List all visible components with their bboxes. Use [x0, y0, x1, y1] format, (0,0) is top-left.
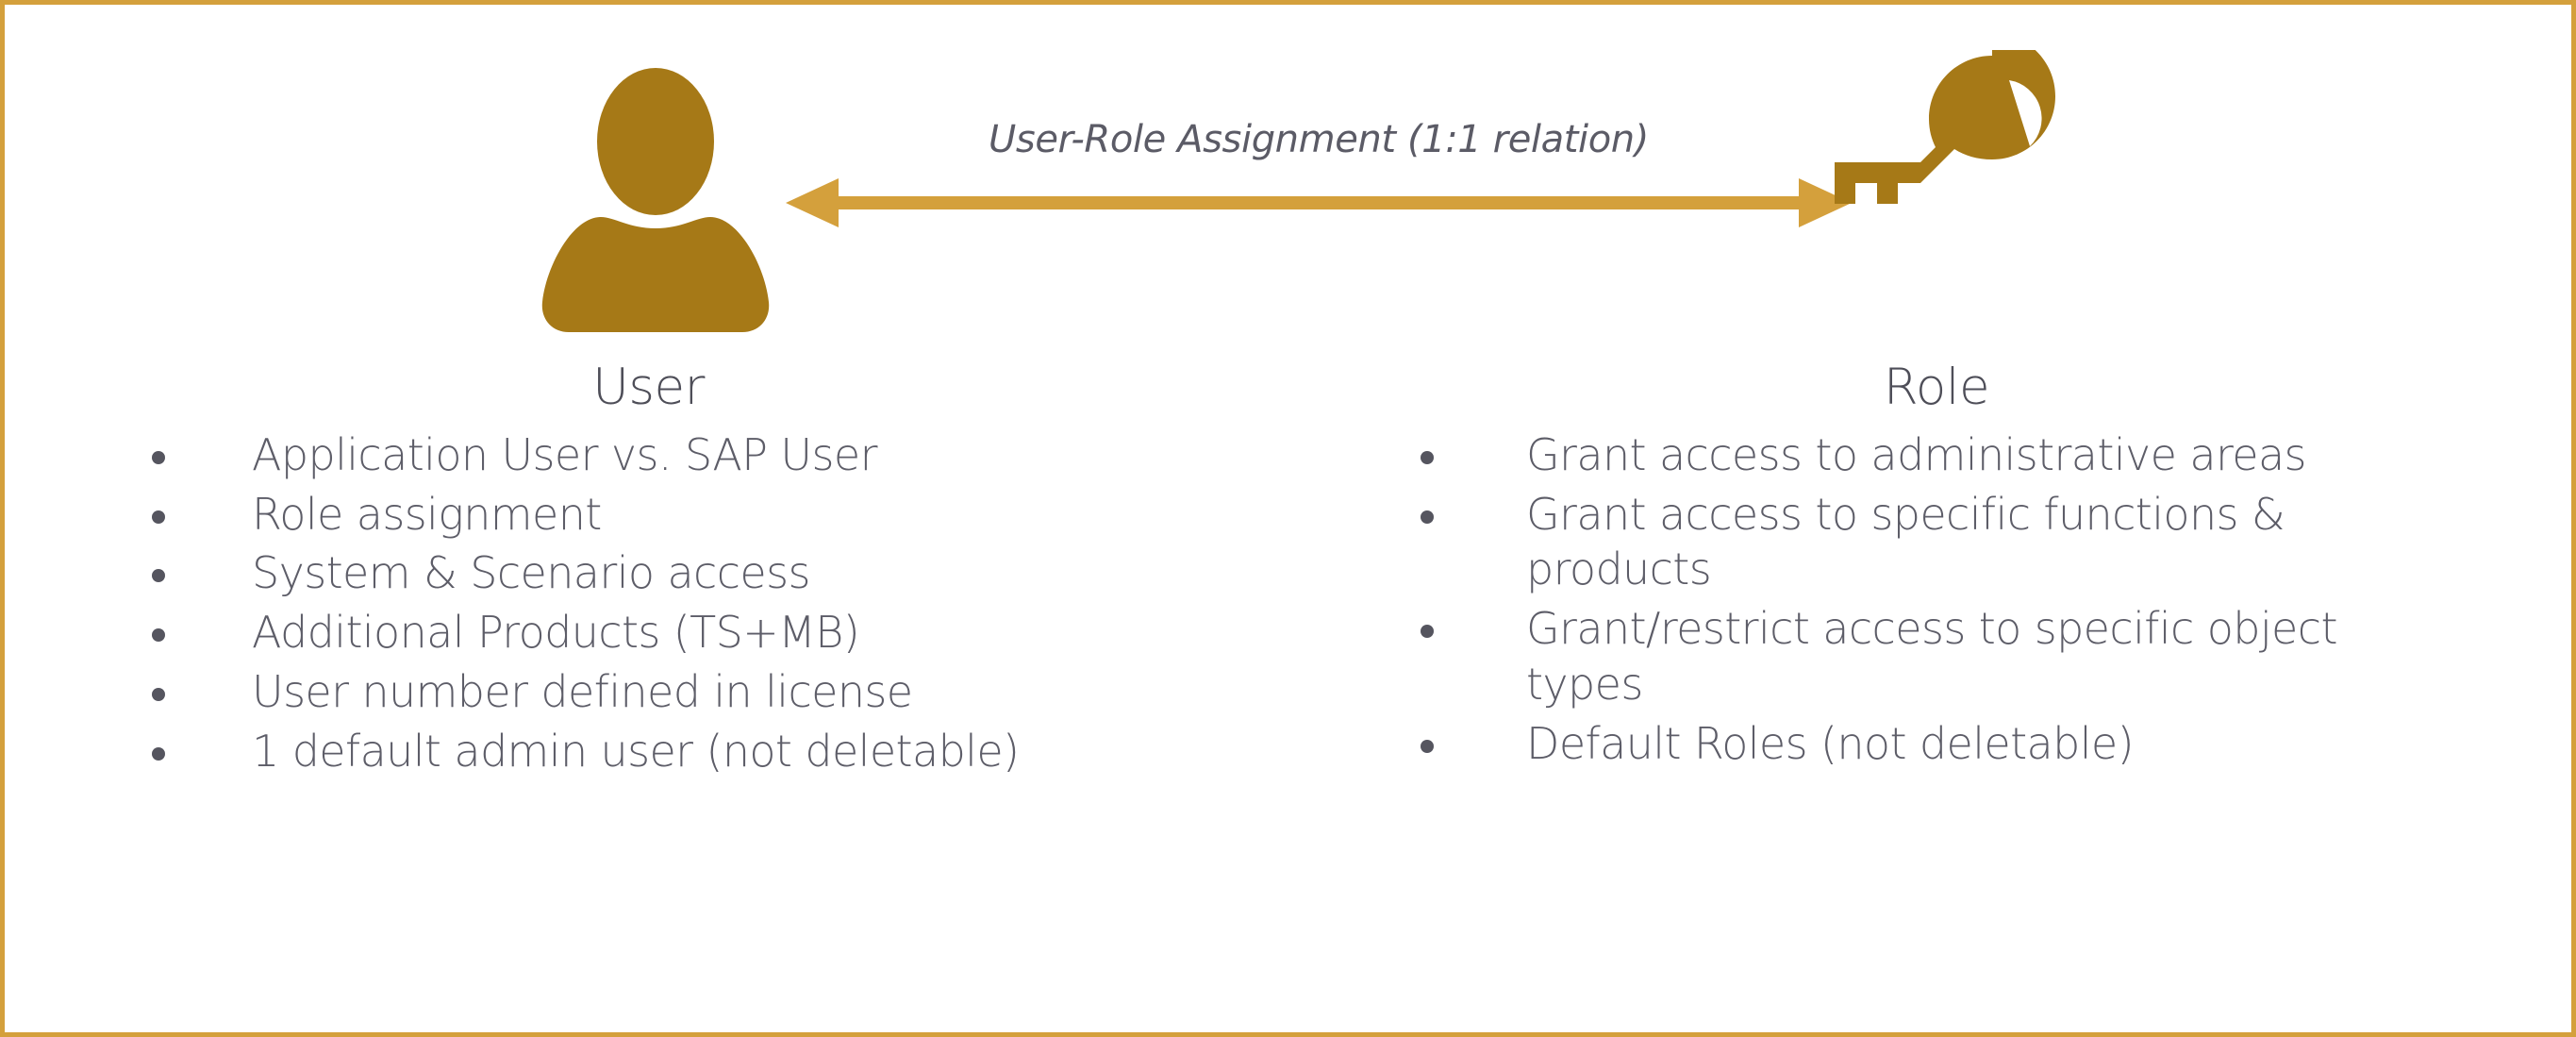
list-item: Grant access to administrative areas — [1415, 427, 2458, 483]
double-headed-arrow-icon — [786, 170, 1852, 236]
column-user-heading: User — [592, 359, 705, 416]
list-item: Role assignment — [146, 487, 1179, 543]
list-item: System & Scenario access — [146, 545, 1179, 601]
list-item: Grant access to specific functions & pro… — [1415, 487, 2458, 598]
relationship-label: User-Role Assignment (1:1 relation) — [989, 118, 1649, 161]
column-user-bullets: Application User vs. SAP User Role assig… — [146, 427, 1179, 779]
icon-arrow-row: User-Role Assignment (1:1 relation) — [5, 5, 2576, 344]
list-item: 1 default admin user (not deletable) — [146, 724, 1179, 779]
list-item: Grant/restrict access to specific object… — [1415, 601, 2458, 712]
column-role-bullets: Grant access to administrative areas Gra… — [1415, 427, 2458, 772]
list-item: Default Roles (not deletable) — [1415, 716, 2458, 772]
user-icon — [519, 63, 792, 337]
key-icon — [1820, 33, 2056, 215]
column-role-heading: Role — [1883, 359, 1990, 416]
column-role: Role Grant access to administrative area… — [1292, 361, 2576, 783]
column-user: User Application User vs. SAP User Role … — [5, 361, 1292, 783]
list-item: User number defined in license — [146, 664, 1179, 720]
list-item: Additional Products (TS+MB) — [146, 605, 1179, 661]
list-item: Application User vs. SAP User — [146, 427, 1179, 483]
columns-container: User Application User vs. SAP User Role … — [5, 361, 2576, 783]
